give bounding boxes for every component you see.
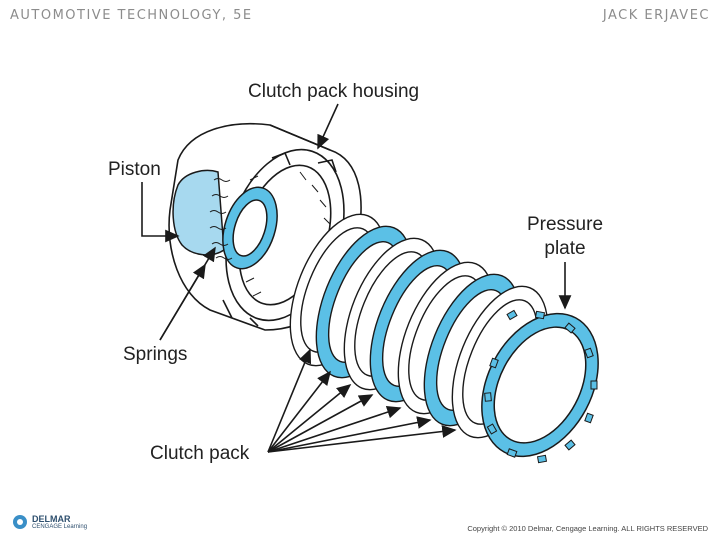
leader-clutch-3: [267, 383, 352, 453]
piston-springs: [209, 178, 233, 260]
delmar-logo-icon: [13, 515, 27, 529]
leader-housing: [317, 103, 339, 150]
publisher-logo: DELMAR CENGAGE Learning: [12, 514, 87, 530]
label-pressure-plate-line2: plate: [544, 238, 586, 259]
leader-clutch-7: [267, 425, 457, 453]
logo-name: DELMAR: [32, 513, 71, 524]
pressure-plate: [481, 309, 599, 464]
leader-clutch-6: [267, 416, 432, 453]
label-clutch-pack-housing: Clutch pack housing: [248, 81, 420, 102]
piston: [172, 169, 278, 270]
leader-clutch-5: [267, 405, 402, 453]
leader-clutch-2: [267, 370, 331, 453]
label-piston: Piston: [108, 159, 161, 180]
header-author: JACK ERJAVEC: [602, 8, 710, 23]
leader-lines: [141, 103, 572, 453]
label-pressure-plate-line1: Pressure: [526, 214, 604, 235]
leader-springs-2: [159, 246, 216, 341]
logo-sub: CENGAGE Learning: [32, 523, 88, 530]
leader-clutch-1: [267, 348, 312, 453]
label-springs: Springs: [123, 344, 188, 365]
copyright-notice: Copyright © 2010 Delmar, Cengage Learnin…: [467, 524, 708, 533]
leader-piston: [141, 182, 180, 243]
label-clutch-pack: Clutch pack: [150, 443, 250, 464]
label-pressure-plate: Pressure plate: [522, 213, 608, 261]
leader-clutch-4: [267, 394, 374, 453]
header-title: AUTOMOTIVE TECHNOLOGY, 5E: [10, 8, 253, 23]
